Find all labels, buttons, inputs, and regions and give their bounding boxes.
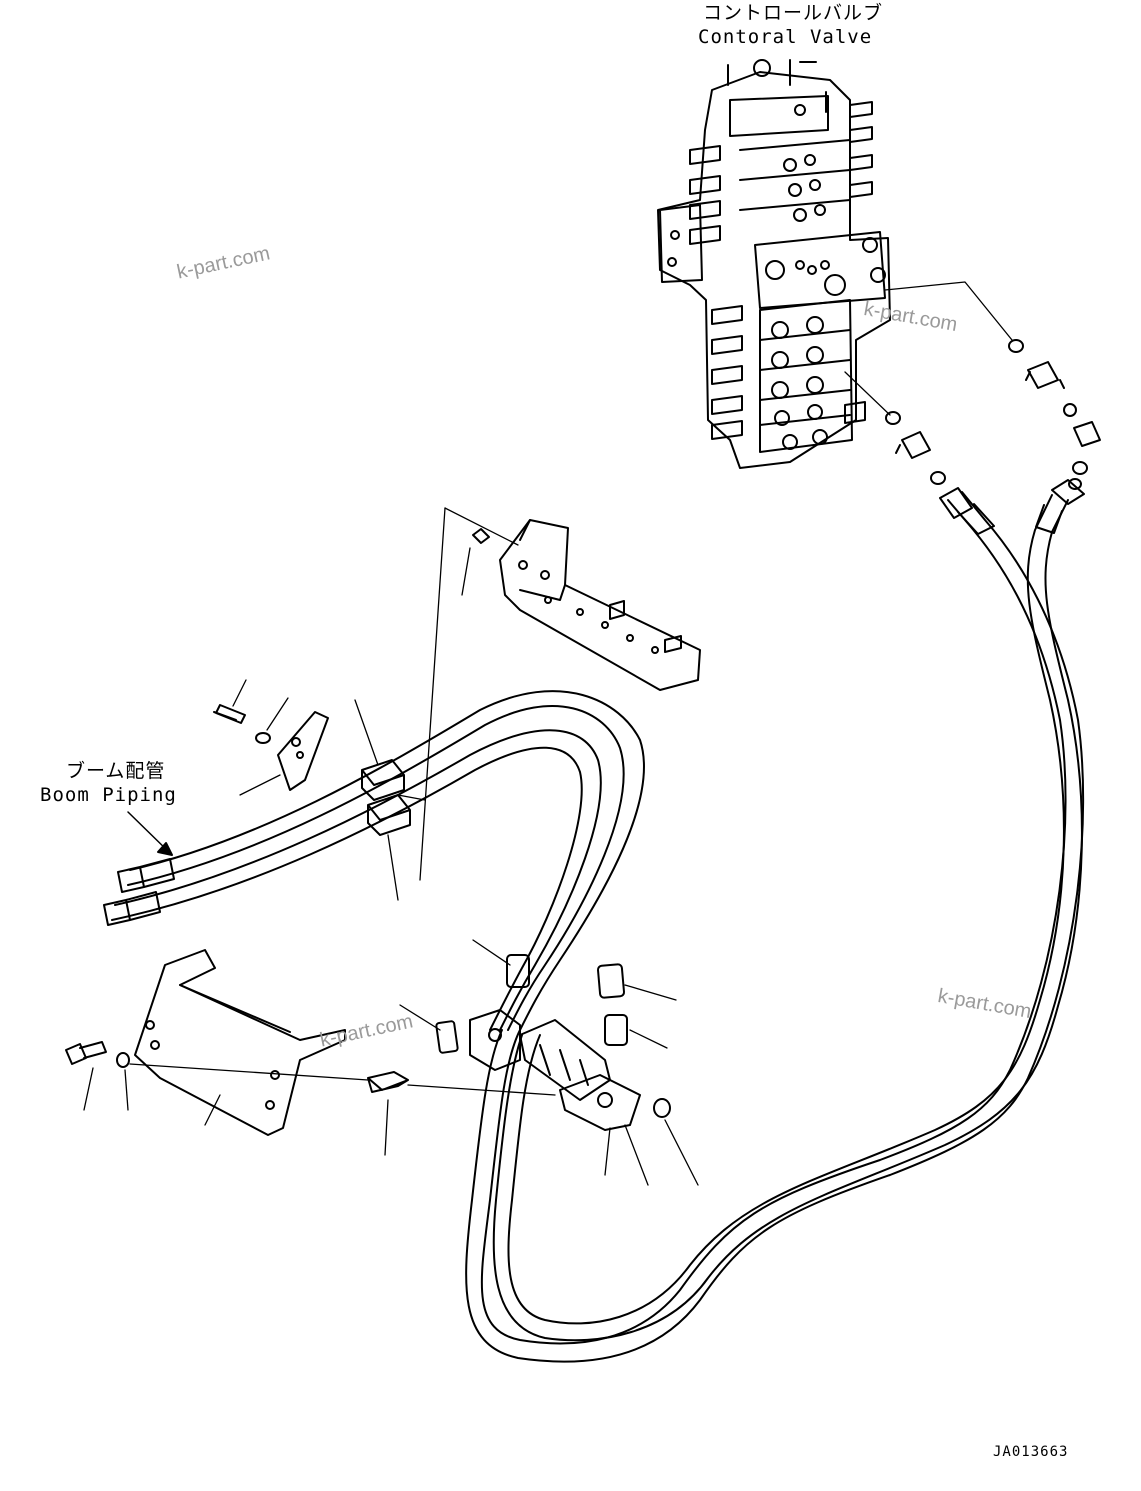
- lower-bracket: [65, 949, 409, 1136]
- valve-bracket: [472, 519, 701, 691]
- hose-long: [465, 479, 1085, 1363]
- control-valve-label-en: Contoral Valve: [698, 26, 873, 48]
- hose-clamps-upper: [213, 704, 411, 836]
- boom-piping-label-en: Boom Piping: [40, 784, 177, 806]
- valve-fittings: [885, 339, 1101, 490]
- boom-hoses: [103, 690, 645, 1031]
- boom-piping-label-jp: ブーム配管: [66, 760, 166, 782]
- lower-clamp-assembly: [435, 954, 671, 1131]
- control-valve: [657, 59, 891, 469]
- control-valve-label-jp: コントロールバルブ: [703, 2, 884, 24]
- drawing-code: JA013663: [993, 1444, 1069, 1460]
